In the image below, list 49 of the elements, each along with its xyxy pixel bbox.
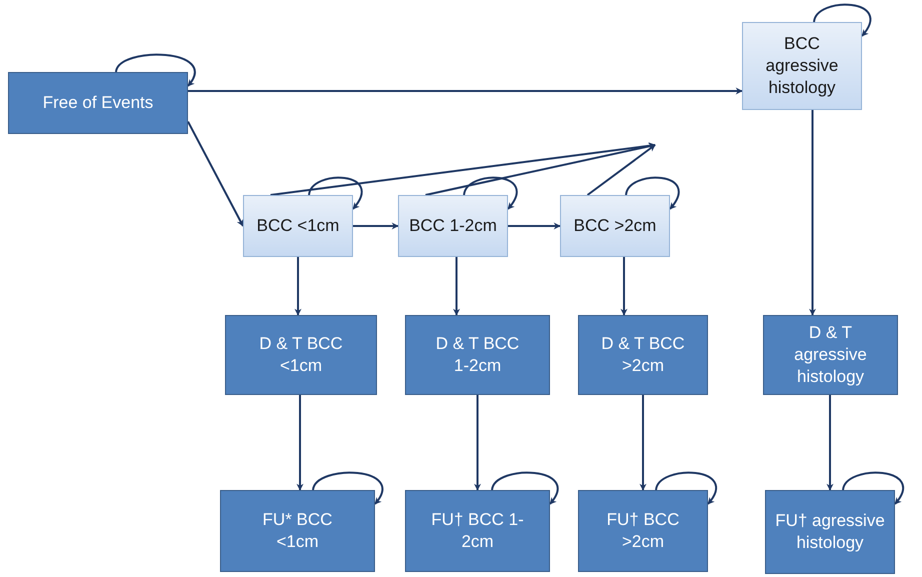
loop-arrow	[308, 176, 363, 210]
state-label: D & T BCC <1cm	[258, 333, 344, 377]
arrow	[809, 110, 816, 316]
state-box	[578, 490, 708, 572]
state-label: D & T BCC 1-2cm	[434, 333, 520, 377]
loop-arrow	[813, 4, 872, 37]
arrow	[453, 257, 460, 316]
loop-arrow	[312, 472, 384, 505]
arrow	[474, 395, 481, 491]
state-label: FU* BCC <1cm	[262, 509, 334, 553]
arrow	[187, 121, 244, 227]
state-box	[742, 22, 862, 110]
loop-arrow	[463, 176, 518, 210]
loop-arrow	[625, 176, 680, 210]
arrow	[586, 144, 656, 196]
state-label: D & T BCC >2cm	[600, 333, 686, 377]
loop-arrow	[655, 472, 717, 505]
state-label: FU† BCC >2cm	[606, 509, 680, 553]
arrow	[294, 257, 302, 316]
state-box	[8, 72, 188, 134]
state-box	[763, 315, 898, 395]
state-label: Free of Events	[42, 92, 154, 114]
arrow	[296, 395, 304, 491]
arrow	[508, 222, 561, 230]
arrow	[620, 257, 628, 316]
state-label: BCC <1cm	[256, 215, 340, 237]
state-label: FU† agressive histology	[775, 510, 885, 554]
state-box	[765, 490, 895, 574]
loop-arrow	[491, 472, 559, 505]
arrow	[826, 395, 834, 491]
state-label: BCC 1-2cm	[409, 215, 497, 237]
state-box	[225, 315, 377, 395]
state-label: BCC >2cm	[574, 215, 656, 237]
state-box	[220, 490, 375, 572]
state-box	[405, 315, 550, 395]
state-box	[560, 195, 670, 257]
state-box	[405, 490, 550, 572]
arrow	[353, 222, 399, 230]
state-label: D & T agressive histology	[793, 322, 868, 388]
state-label: BCC agressive histology	[764, 33, 840, 99]
arrow	[188, 88, 743, 94]
state-box	[578, 315, 708, 395]
arrow	[640, 395, 646, 491]
state-box	[398, 195, 508, 257]
state-label: FU† BCC 1-2cm	[430, 509, 525, 553]
loop-arrow	[115, 54, 196, 87]
arrow	[425, 142, 656, 196]
state-box	[243, 195, 353, 257]
loop-arrow	[842, 472, 904, 505]
